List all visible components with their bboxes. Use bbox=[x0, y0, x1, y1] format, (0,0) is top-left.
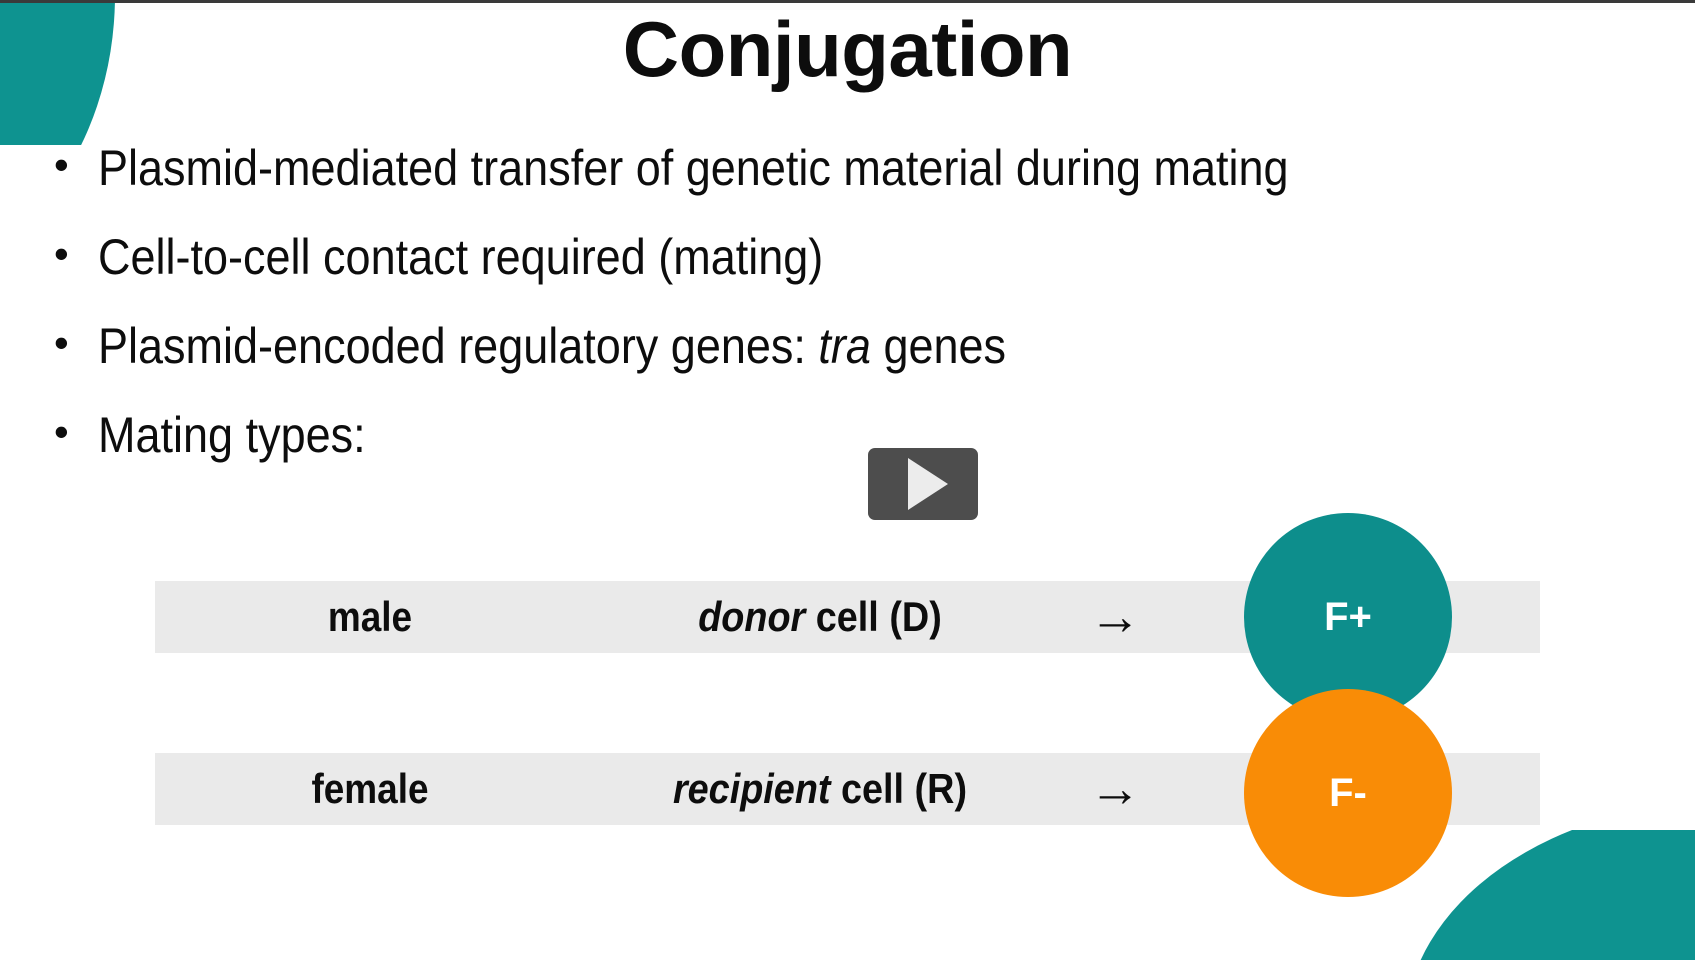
bullet-text-italic-gene: tra bbox=[818, 318, 871, 374]
bullet-marker-icon: • bbox=[54, 408, 69, 455]
cell-role-label: donor cell (D) bbox=[609, 593, 1032, 641]
mating-types-table: male donor cell (D) → F+ female recipien… bbox=[155, 513, 1540, 897]
bullet-text: Mating types: bbox=[98, 407, 366, 463]
bullet-text-post: genes bbox=[870, 318, 1007, 374]
arrow-right-icon: → bbox=[1089, 588, 1141, 646]
bullet-marker-icon: • bbox=[54, 230, 69, 277]
table-row: female recipient cell (R) → F- bbox=[155, 689, 1540, 897]
corner-decoration-top-left bbox=[0, 3, 116, 145]
corner-shape-teal-bottom bbox=[1405, 830, 1695, 960]
page-title: Conjugation bbox=[622, 5, 1073, 93]
bullet-marker-icon: • bbox=[54, 141, 69, 188]
cell-role-rest: cell (R) bbox=[830, 765, 968, 812]
cell-role-italic: recipient bbox=[672, 765, 831, 812]
list-item-tra-genes: • Plasmid-encoded regulatory genes: tra … bbox=[42, 319, 1662, 410]
play-icon bbox=[907, 458, 948, 510]
cell-role-label: recipient cell (R) bbox=[609, 765, 1032, 813]
bullet-marker-icon: • bbox=[54, 319, 69, 366]
bullet-text: Plasmid-encoded regulatory genes: tra ge… bbox=[98, 321, 1506, 371]
bullet-text: Plasmid-mediated transfer of genetic mat… bbox=[98, 140, 1289, 196]
f-minus-marker: F- bbox=[1244, 689, 1452, 897]
cell-sex-label: female bbox=[311, 765, 429, 812]
list-item-plasmid-transfer: • Plasmid-mediated transfer of genetic m… bbox=[42, 140, 1662, 232]
cell-role-rest: cell (D) bbox=[805, 593, 942, 640]
video-play-button[interactable] bbox=[868, 448, 978, 520]
corner-decoration-bottom-right bbox=[1395, 830, 1695, 960]
bullet-text: Cell-to-cell contact required (mating) bbox=[98, 229, 824, 285]
arrow-right-icon: → bbox=[1089, 760, 1141, 818]
bullet-text-pre: Plasmid-encoded regulatory genes: bbox=[98, 318, 819, 374]
list-item-cell-contact: • Cell-to-cell contact required (mating) bbox=[42, 229, 1662, 321]
cell-sex-label: male bbox=[327, 593, 413, 640]
cell-role-italic: donor bbox=[698, 593, 806, 640]
table-row: male donor cell (D) → F+ bbox=[155, 513, 1540, 721]
bullet-list: • Plasmid-mediated transfer of genetic m… bbox=[42, 140, 1662, 499]
f-plus-marker: F+ bbox=[1244, 513, 1452, 721]
list-item-mating-types: • Mating types: bbox=[42, 407, 1662, 499]
